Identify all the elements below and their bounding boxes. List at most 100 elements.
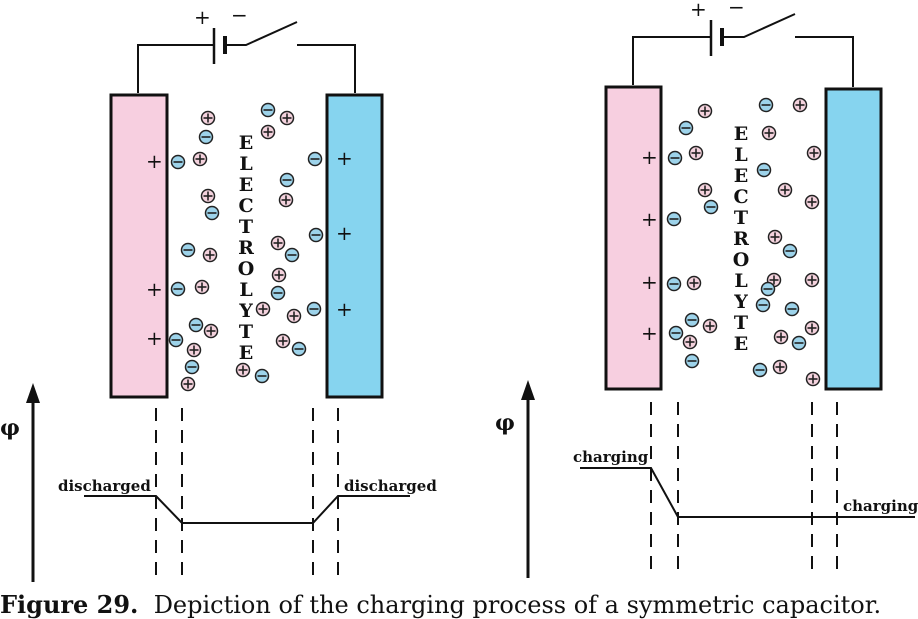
cation-icon bbox=[203, 323, 219, 339]
charge-sign: + bbox=[336, 297, 353, 321]
figure-caption: Figure 29. Depiction of the charging pro… bbox=[0, 590, 918, 619]
electrolyte-letter: R bbox=[238, 237, 254, 259]
left-electrode-charges: + + + + + + bbox=[146, 146, 353, 350]
cation-icon bbox=[772, 359, 788, 375]
right-phi-symbol: φ bbox=[495, 410, 515, 436]
charge-sign: + bbox=[641, 321, 658, 345]
right-electrode-charges: + + + + bbox=[641, 145, 658, 345]
left-negative-electrode bbox=[325, 93, 384, 399]
anion-icon bbox=[752, 362, 768, 378]
anion-icon bbox=[791, 335, 807, 351]
cation-icon bbox=[260, 124, 276, 140]
left-panel: + − + + + + + + E L E C T R O L Y T E bbox=[0, 3, 437, 582]
cation-icon bbox=[286, 308, 302, 324]
cation-icon bbox=[255, 301, 271, 317]
cation-icon bbox=[271, 267, 287, 283]
right-circuit bbox=[632, 13, 854, 87]
electrolyte-letter: L bbox=[239, 279, 252, 301]
charge-sign: + bbox=[146, 326, 163, 350]
charge-sign: + bbox=[146, 277, 163, 301]
right-charging-label-left: charging bbox=[573, 448, 649, 466]
right-electrolyte-label: E L E C T R O L Y T E bbox=[733, 123, 750, 355]
charge-sign: + bbox=[336, 146, 353, 170]
electrolyte-letter: L bbox=[239, 153, 252, 175]
charge-sign: + bbox=[336, 221, 353, 245]
cation-icon bbox=[275, 333, 291, 349]
anion-icon bbox=[666, 211, 682, 227]
anion-icon bbox=[308, 227, 324, 243]
cation-icon bbox=[806, 145, 822, 161]
anion-icon bbox=[703, 199, 719, 215]
cation-icon bbox=[702, 318, 718, 334]
anion-icon bbox=[204, 205, 220, 221]
electrolyte-letter: E bbox=[734, 165, 748, 187]
anion-icon bbox=[279, 172, 295, 188]
electrolyte-letter: E bbox=[734, 123, 748, 145]
right-positive-electrode bbox=[604, 85, 663, 391]
anion-icon bbox=[755, 297, 771, 313]
anion-icon bbox=[684, 353, 700, 369]
left-electrolyte-label: E L E C T R O L Y T E bbox=[238, 132, 255, 364]
right-battery-plus: + bbox=[690, 0, 707, 21]
anion-icon bbox=[188, 317, 204, 333]
electrolyte-letter: E bbox=[239, 132, 253, 154]
anion-icon bbox=[782, 243, 798, 259]
right-battery-minus: − bbox=[728, 0, 745, 19]
electrolyte-letter: T bbox=[734, 207, 748, 229]
electrolyte-letter: Y bbox=[238, 300, 253, 322]
right-potential-axis bbox=[521, 380, 535, 578]
right-discharged-label: discharged bbox=[344, 477, 437, 495]
electrolyte-letter: T bbox=[239, 216, 253, 238]
left-potential-curve bbox=[84, 495, 410, 524]
anion-icon bbox=[168, 332, 184, 348]
cation-icon bbox=[202, 247, 218, 263]
electrolyte-letter: E bbox=[734, 333, 748, 355]
anion-icon bbox=[284, 247, 300, 263]
caption-label: Figure 29. bbox=[0, 590, 139, 619]
cation-icon bbox=[805, 371, 821, 387]
anion-icon bbox=[170, 154, 186, 170]
anion-icon bbox=[170, 281, 186, 297]
anion-icon bbox=[180, 242, 196, 258]
anion-icon bbox=[684, 312, 700, 328]
electrolyte-letter: O bbox=[238, 258, 255, 280]
cation-icon bbox=[278, 192, 294, 208]
anion-icon bbox=[760, 281, 776, 297]
cation-icon bbox=[767, 229, 783, 245]
caption-text: Depiction of the charging process of a s… bbox=[153, 591, 882, 619]
cation-icon bbox=[697, 182, 713, 198]
anion-icon bbox=[306, 301, 322, 317]
charge-sign: + bbox=[641, 207, 658, 231]
cation-icon bbox=[697, 103, 713, 119]
right-charging-label-right: charging bbox=[843, 497, 918, 515]
cation-icon bbox=[761, 125, 777, 141]
anion-icon bbox=[758, 97, 774, 113]
cation-icon bbox=[279, 110, 295, 126]
electrolyte-letter: E bbox=[239, 342, 253, 364]
anion-icon bbox=[784, 301, 800, 317]
left-potential-axis bbox=[26, 383, 40, 582]
anion-icon bbox=[254, 368, 270, 384]
right-potential-curve bbox=[580, 467, 915, 518]
left-battery-minus: − bbox=[231, 3, 248, 27]
anion-icon bbox=[678, 120, 694, 136]
electrolyte-letter: T bbox=[239, 321, 253, 343]
cation-icon bbox=[192, 151, 208, 167]
anion-icon bbox=[260, 102, 276, 118]
cation-icon bbox=[200, 188, 216, 204]
electrolyte-letter: Y bbox=[733, 291, 748, 313]
anion-icon bbox=[198, 129, 214, 145]
anion-icon bbox=[668, 325, 684, 341]
anion-icon bbox=[270, 285, 286, 301]
electrolyte-letter: T bbox=[734, 312, 748, 334]
cation-icon bbox=[688, 145, 704, 161]
anion-icon bbox=[307, 151, 323, 167]
left-phi-symbol: φ bbox=[0, 415, 20, 441]
cation-icon bbox=[270, 235, 286, 251]
electrolyte-letter: E bbox=[239, 174, 253, 196]
cation-icon bbox=[186, 342, 202, 358]
cation-icon bbox=[200, 110, 216, 126]
left-circuit bbox=[137, 21, 356, 93]
electrolyte-letter: L bbox=[734, 144, 747, 166]
